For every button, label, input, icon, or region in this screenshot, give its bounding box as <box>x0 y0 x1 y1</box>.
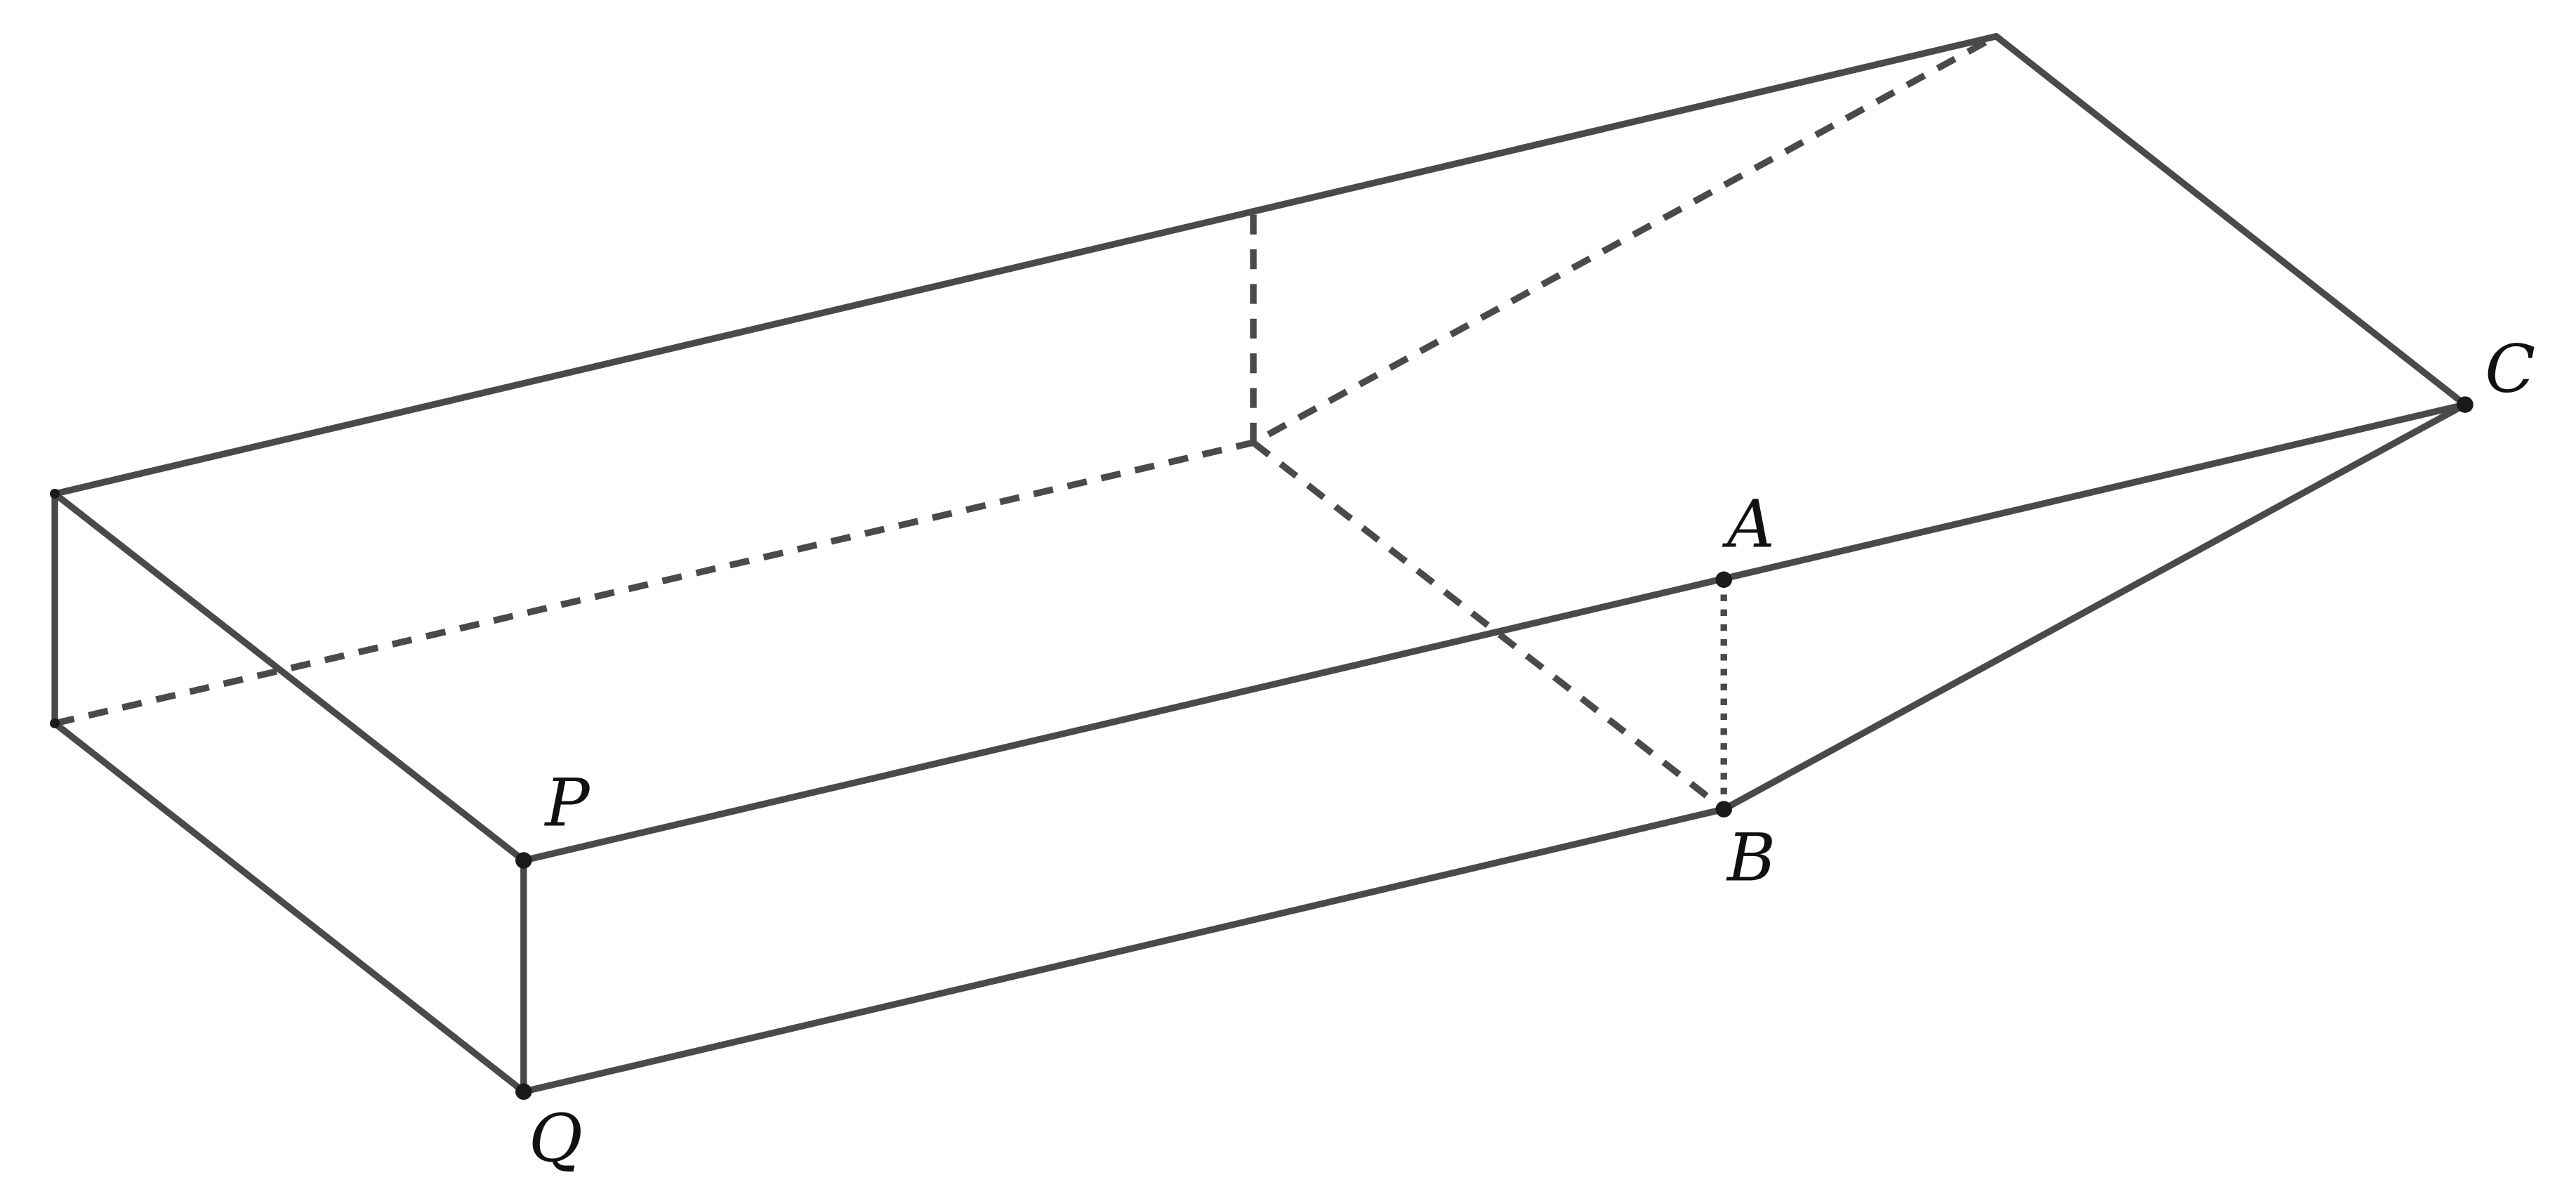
vertex-top-left <box>50 488 60 499</box>
point-A <box>1715 571 1733 589</box>
edge-top-left <box>51 490 527 864</box>
label-B: B <box>1726 820 1776 896</box>
point-C <box>2457 396 2473 413</box>
edge-PC <box>520 401 2469 864</box>
vertex-bottom-left <box>50 718 60 728</box>
edge-bottom-left <box>51 720 527 1095</box>
edge-QB <box>520 806 1727 1095</box>
label-P: P <box>543 766 590 842</box>
label-A: A <box>1722 486 1775 563</box>
point-B <box>1715 801 1733 818</box>
point-Q <box>515 1083 532 1100</box>
edge-BC <box>1720 401 2469 813</box>
label-C: C <box>2485 331 2535 407</box>
point-P <box>515 852 532 869</box>
edge-top-right <box>1993 33 2469 408</box>
edge-top-back <box>51 33 2000 497</box>
hidden-edge-back-bottom <box>53 33 1998 727</box>
hidden-edge-to-B <box>1251 440 1726 812</box>
label-Q: Q <box>529 1101 583 1177</box>
